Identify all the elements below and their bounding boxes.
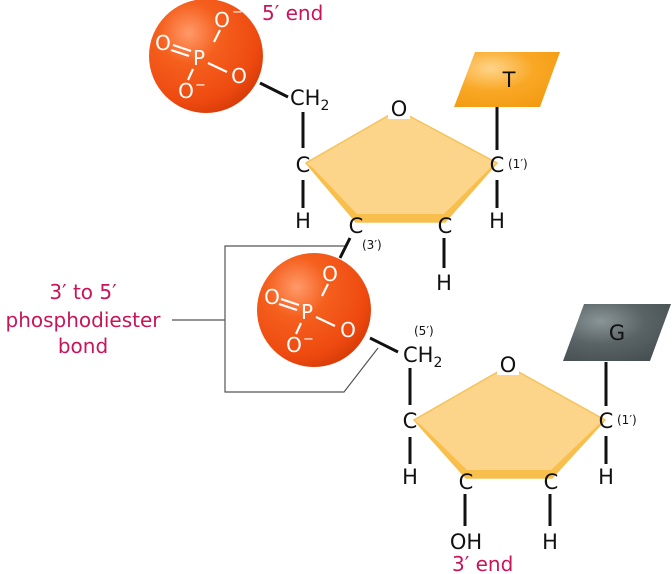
carbon-1-2: C bbox=[599, 409, 614, 433]
ring-oxygen-2: O bbox=[500, 353, 517, 377]
carbon-4-1: C bbox=[296, 153, 311, 177]
base-label-g: G bbox=[609, 321, 625, 345]
ch2-group-1: CH2 bbox=[290, 86, 329, 114]
c5-prime-label-2: (5′) bbox=[414, 324, 434, 338]
phosphodiester-bond-label: 3′ to 5′ phosphodiester bond bbox=[6, 280, 162, 358]
ring-oxygen-1: O bbox=[391, 97, 408, 121]
nucleotide-1: O CH2 C H C (1′) H C (3′) C H T bbox=[259, 52, 560, 295]
c1-prime-label-2: (1′) bbox=[617, 413, 637, 427]
charge-bottom-1: − bbox=[195, 78, 206, 93]
carbon-3-2: C bbox=[459, 470, 474, 494]
hydrogen-c1-2: H bbox=[598, 465, 614, 489]
oxygen-double-2: O bbox=[264, 285, 280, 309]
bond-label-line-3: bond bbox=[58, 334, 108, 358]
carbon-4-2: C bbox=[403, 409, 418, 433]
base-thymine bbox=[454, 52, 560, 107]
bond-label-line-2: phosphodiester bbox=[6, 308, 162, 332]
carbon-3-1: C bbox=[349, 214, 364, 238]
oxygen-bottom-1: O bbox=[178, 79, 194, 103]
hydrogen-c4-2: H bbox=[402, 465, 418, 489]
five-prime-end-label: 5′ end bbox=[262, 1, 323, 25]
sugar-ring-2 bbox=[412, 365, 607, 479]
oxygen-top-2: O bbox=[322, 262, 338, 286]
carbon-2-1: C bbox=[438, 214, 453, 238]
phosphate-group-1: P O O − O O − bbox=[149, 0, 263, 113]
phosphorus-1: P bbox=[193, 46, 205, 70]
c1-prime-label-1: (1′) bbox=[508, 157, 528, 171]
charge-bottom-2: − bbox=[303, 332, 314, 347]
sugar-ring-1 bbox=[304, 109, 499, 223]
bond-label-line-1: 3′ to 5′ bbox=[49, 280, 117, 304]
hydroxyl-c3-2: OH bbox=[450, 530, 482, 554]
hydrogen-c2-2: H bbox=[542, 530, 558, 554]
carbon-1-1: C bbox=[490, 153, 505, 177]
oxygen-top-1: O bbox=[214, 8, 230, 32]
phosphorus-2: P bbox=[301, 300, 313, 324]
oxygen-double-1: O bbox=[155, 31, 171, 55]
charge-top-1: − bbox=[232, 5, 243, 20]
oxygen-ester-1: O bbox=[231, 64, 247, 88]
oxygen-bottom-2: O bbox=[286, 333, 302, 357]
bond-bracket bbox=[172, 245, 379, 393]
oxygen-ester-2: O bbox=[340, 318, 356, 342]
phosphate-group-2: P O O O O − bbox=[257, 253, 371, 367]
ch2-group-2: CH2 bbox=[403, 343, 442, 371]
base-guanine bbox=[563, 304, 671, 361]
hydrogen-c1-1: H bbox=[489, 209, 505, 233]
c3-prime-label-1: (3′) bbox=[362, 238, 382, 252]
base-label-t: T bbox=[502, 68, 516, 92]
hydrogen-c2-1: H bbox=[436, 271, 452, 295]
carbon-2-2: C bbox=[544, 470, 559, 494]
nucleotide-2: O (5′) CH2 C H C (1′) H C C OH H G bbox=[369, 304, 671, 554]
three-prime-end-label: 3′ end bbox=[452, 552, 513, 574]
hydrogen-c4-1: H bbox=[295, 209, 311, 233]
